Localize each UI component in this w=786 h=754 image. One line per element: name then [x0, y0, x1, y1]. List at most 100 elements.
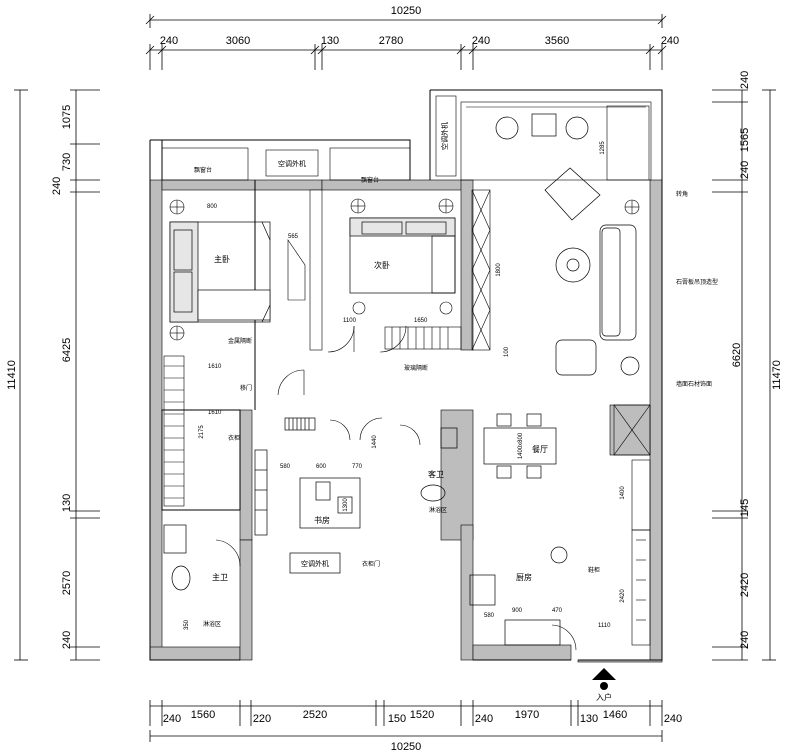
ac-unit-label-2: 空调外机: [440, 122, 449, 150]
bottom-dim-9: 130: [580, 713, 598, 725]
top-dim-6: 3560: [545, 35, 569, 47]
dim-1285: 1285: [600, 141, 606, 155]
ac-unit-label: 空调外机: [278, 159, 306, 168]
room-study: 书房: [314, 515, 330, 525]
bottom-dim-10: 1460: [603, 709, 627, 721]
dim-1650: 1650: [414, 318, 428, 324]
balcony: [435, 95, 652, 181]
dim-1610: 1610: [208, 364, 222, 370]
corner-label: 转角: [676, 190, 688, 198]
bottom-dimension-lines: [149, 700, 663, 742]
left-dim-6: 2570: [61, 571, 73, 595]
top-dim-5: 240: [472, 35, 490, 47]
right-dim-2: 1565: [739, 128, 751, 152]
bottom-dim-4: 2520: [303, 709, 327, 721]
bottom-dim-3: 220: [253, 713, 271, 725]
walls: [149, 179, 663, 663]
walkin-wardrobe: [163, 355, 185, 507]
room-dining: 餐厅: [532, 445, 548, 454]
left-dim-4: 6425: [61, 338, 73, 362]
living-tv-cabinet: [613, 404, 651, 646]
left-dim-5: 130: [61, 494, 73, 512]
wall-note-label: 墙面石材饰面: [676, 380, 712, 388]
right-outer-dim: 6620: [731, 343, 743, 367]
living-furniture: [495, 113, 640, 376]
right-dim-6: 240: [739, 631, 751, 649]
right-dimension-lines: [712, 89, 776, 661]
left-total-dim: 11410: [6, 360, 18, 390]
left-dim-1: 1075: [61, 105, 73, 129]
top-dim-4: 2780: [379, 35, 403, 47]
top-dimension-lines: [145, 14, 667, 70]
dim-600: 600: [316, 464, 327, 470]
dim-900: 900: [512, 608, 523, 614]
dim-1100: 1100: [343, 318, 357, 324]
top-dim-2: 3060: [226, 35, 250, 47]
shoe-cabinet-label: 鞋柜: [588, 566, 600, 574]
wardrobe-door-label: 衣柜门: [362, 560, 380, 568]
sliding-door-label: 移门: [240, 384, 252, 392]
bottom-dim-7: 240: [475, 713, 493, 725]
dim-1300: 1300: [343, 498, 349, 512]
left-dimension-lines: [14, 89, 100, 661]
room-master-bedroom: 主卧: [214, 254, 230, 264]
doors: [215, 325, 577, 651]
study-furniture: [254, 417, 361, 536]
room-kitchen: 厨房: [516, 572, 532, 582]
dim-1110: 1110: [598, 623, 611, 629]
bottom-dim-5: 150: [388, 713, 406, 725]
entrance-label: 入户: [596, 692, 612, 702]
left-dim-2: 730: [61, 153, 73, 171]
right-dim-4: 145: [739, 499, 751, 517]
stone-wall-label: 石膏板吊顶造型: [676, 278, 718, 286]
dim-800: 800: [207, 204, 218, 210]
bottom-dim-1: 240: [163, 713, 181, 725]
room-shower: 淋浴区: [429, 506, 447, 514]
dim-770: 770: [352, 464, 363, 470]
entry-marker: [592, 668, 616, 690]
wardrobe-bedroom2: [384, 326, 462, 350]
bottom-dim-6: 1520: [410, 709, 434, 721]
dim-1440: 1440: [372, 435, 378, 449]
room-master-bath: 主卫: [212, 572, 228, 582]
bottom-dim-11: 240: [664, 713, 682, 725]
room-shower-2: 淋浴区: [203, 620, 221, 628]
glass-partition-label: 玻璃隔断: [404, 364, 428, 372]
master-tv-unit: [287, 239, 306, 301]
bay-windows: [161, 147, 411, 181]
bottom-dim-2: 1560: [191, 709, 215, 721]
right-dim-3: 240: [739, 161, 751, 179]
dim-1400: 1400: [620, 486, 626, 500]
room-second-bedroom: 次卧: [374, 260, 390, 270]
dim-1610b: 1610: [208, 410, 222, 416]
dining-set: [483, 413, 557, 479]
right-dim-5: 2420: [739, 573, 751, 597]
nightstand-lamps: [169, 198, 640, 341]
dim-1800: 1800: [496, 263, 502, 277]
shoe-cabinet-label-2: 衣柜: [228, 434, 240, 442]
bathroom-fixtures: [163, 427, 568, 646]
ac-unit-label-3: 空调外机: [301, 559, 329, 568]
dim-470: 470: [552, 608, 563, 614]
metal-door-label: 金属隔断: [228, 337, 252, 345]
master-bed: [169, 221, 271, 323]
room-guest-bath: 客卫: [428, 469, 444, 479]
top-dim-1: 240: [160, 35, 178, 47]
second-bed: [349, 217, 456, 294]
bay-window-label-2: 飘窗台: [361, 176, 379, 184]
dim-2175: 2175: [199, 425, 205, 439]
dim-350: 350: [184, 619, 190, 630]
dim-100: 100: [504, 346, 510, 357]
dining-table-size: 1400x800: [518, 432, 524, 459]
dim-580b: 580: [484, 613, 495, 619]
dim-2420: 2420: [620, 589, 626, 603]
bottom-dim-8: 1970: [515, 709, 539, 721]
left-dim-3: 240: [51, 177, 63, 195]
right-dim-1: 240: [739, 71, 751, 89]
dim-565: 565: [288, 234, 299, 240]
bay-window-label: 飘窗台: [194, 166, 212, 174]
top-dim-7: 240: [661, 35, 679, 47]
left-dim-7: 240: [61, 631, 73, 649]
tall-cabinet: [471, 189, 491, 351]
